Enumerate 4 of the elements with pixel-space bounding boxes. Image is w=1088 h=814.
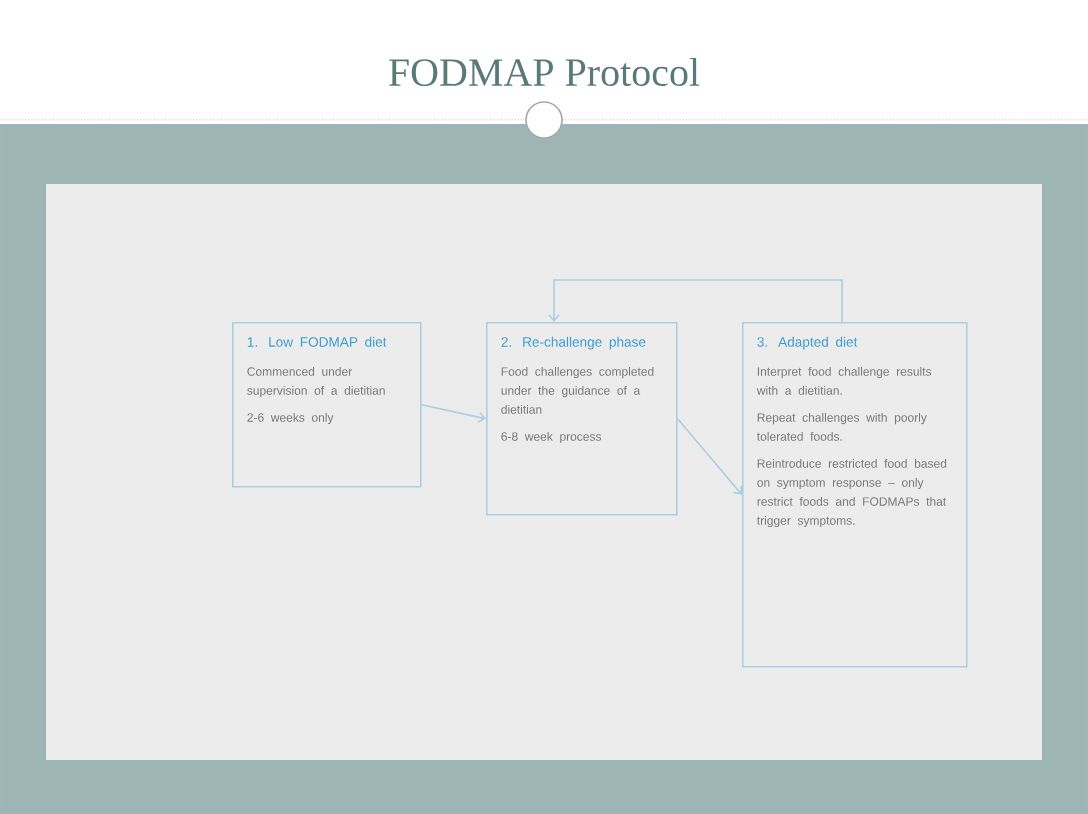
arrow [548,279,843,323]
arrow [676,418,742,495]
arrow [420,404,486,423]
title: FODMAP Protocol [389,57,700,87]
